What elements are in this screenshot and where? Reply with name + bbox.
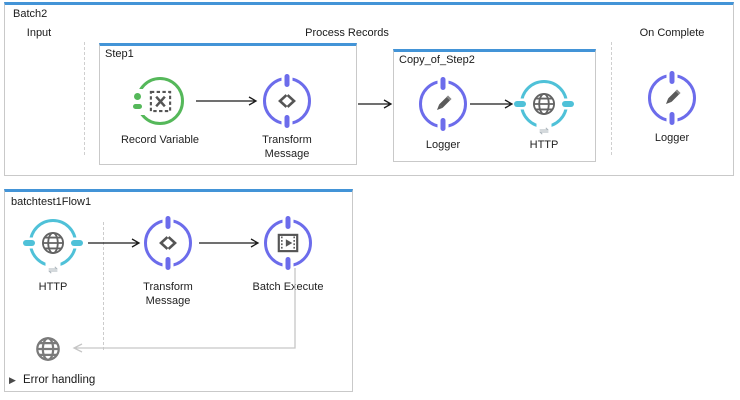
http-label: HTTP [529, 139, 559, 151]
error-handling-label[interactable]: Error handling [23, 374, 96, 386]
step1-scope[interactable]: Step1 Record Variable [99, 43, 357, 165]
dataweave-chevrons-icon [147, 222, 189, 264]
batchtest1flow1-title: batchtest1Flow1 [11, 196, 92, 208]
section-label-on-complete: On Complete [639, 27, 705, 39]
flow-bar [284, 74, 290, 87]
flow-bar [285, 257, 291, 270]
http-label: HTTP [38, 281, 68, 293]
batch-execute-node[interactable] [264, 216, 312, 270]
variable-x-icon [139, 80, 181, 122]
batch-execute-label: Batch Execute [252, 281, 324, 293]
flow-bar [440, 118, 446, 131]
ring-gap [536, 119, 552, 129]
record-accept-dot [134, 93, 141, 100]
logger-label: Logger [425, 139, 461, 151]
logger-node[interactable] [419, 77, 467, 131]
globe-icon [32, 222, 74, 264]
record-accept-dash [133, 104, 142, 109]
transform-message-node[interactable] [263, 74, 311, 128]
filmstrip-play-icon [267, 222, 309, 264]
section-label-input: Input [26, 27, 52, 39]
connector-arrow [88, 238, 141, 248]
connector-arrow [199, 238, 260, 248]
on-complete-section-separator [611, 42, 612, 155]
connector-arrow [196, 96, 258, 106]
endpoint-tab [562, 101, 574, 107]
http-listener-node[interactable]: ⇌ [23, 219, 83, 276]
request-response-icon: ⇌ [537, 124, 551, 138]
copy-of-step2-title: Copy_of_Step2 [399, 54, 475, 66]
source-process-separator [103, 222, 104, 350]
section-label-process-records: Process Records [305, 27, 389, 39]
on-complete-logger-label: Logger [654, 132, 690, 144]
pencil-icon [422, 83, 464, 125]
flow-bar [284, 115, 290, 128]
flow-bar [285, 216, 291, 229]
error-handling-expander-icon[interactable]: ▶ [9, 375, 16, 385]
connector-arrow [470, 99, 514, 109]
copy-of-step2-scope[interactable]: Copy_of_Step2 Logger [393, 49, 596, 162]
batch2-title: Batch2 [13, 8, 48, 20]
batchtest1flow1-scope[interactable]: batchtest1Flow1 ⇌ HT [4, 189, 353, 392]
flow-bar [440, 77, 446, 90]
transform-message-node[interactable] [144, 216, 192, 270]
endpoint-tab [514, 101, 526, 107]
ring-gap [136, 89, 145, 115]
step1-title: Step1 [105, 48, 134, 60]
batch2-scope[interactable]: Batch2 Input Process Records On Complete… [4, 2, 734, 176]
pencil-icon [651, 77, 693, 119]
flow-bar [669, 71, 675, 84]
response-globe-icon[interactable] [34, 335, 62, 363]
ring-gap [45, 258, 61, 268]
flow-bar [669, 112, 675, 125]
connector-arrow [358, 99, 393, 109]
record-variable-label: Record Variable [120, 134, 200, 146]
flow-bar [165, 257, 171, 270]
return-connector [72, 268, 296, 353]
globe-icon [523, 83, 565, 125]
request-response-icon: ⇌ [46, 263, 60, 277]
transform-message-label: Transform Message [262, 134, 312, 160]
endpoint-tab [71, 240, 83, 246]
input-section-separator [84, 42, 85, 155]
dataweave-chevrons-icon [266, 80, 308, 122]
flow-bar [165, 216, 171, 229]
transform-message-label: Transform Message [143, 281, 193, 307]
record-variable-node[interactable] [133, 77, 184, 125]
endpoint-tab [23, 240, 35, 246]
http-request-node[interactable]: ⇌ [514, 80, 574, 137]
on-complete-logger-node[interactable] [648, 71, 696, 125]
